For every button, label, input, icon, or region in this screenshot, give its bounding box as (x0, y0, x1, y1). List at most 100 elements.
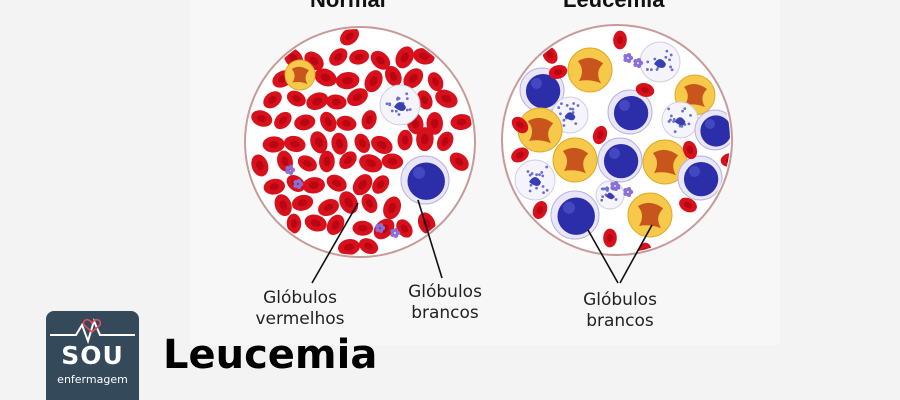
red-blood-cell (427, 72, 444, 92)
red-blood-cell (274, 111, 292, 130)
pointer-white-cells-leucemia-1 (587, 229, 619, 284)
red-blood-cell (354, 133, 371, 153)
red-blood-cell (361, 110, 377, 130)
red-blood-cell (320, 111, 337, 132)
red-blood-cell (286, 90, 306, 107)
red-blood-cell (340, 29, 360, 46)
red-blood-cell (335, 71, 360, 90)
red-blood-cell (371, 135, 393, 154)
red-blood-cell (548, 64, 568, 80)
white-blood-cell-monocyte (627, 192, 673, 238)
white-blood-cell-monocyte (552, 137, 598, 183)
white-blood-cell-monocyte (517, 107, 563, 153)
red-blood-cell (302, 177, 325, 194)
white-blood-cell-lymphocyte (607, 89, 653, 135)
red-blood-cell (263, 91, 282, 109)
red-blood-cell (318, 199, 339, 217)
red-blood-cell (396, 219, 413, 238)
red-blood-cell (262, 136, 285, 153)
pointer-white-cells-normal (417, 199, 443, 279)
red-blood-cell (326, 94, 347, 110)
red-blood-cell (336, 115, 357, 131)
label-red-cells-line2: vermelhos (255, 309, 345, 329)
normal-blood-sample (244, 26, 476, 258)
red-blood-cell (358, 238, 379, 255)
red-blood-cell (263, 178, 285, 195)
platelet (375, 222, 386, 234)
red-blood-cell (449, 152, 469, 171)
label-white-cells-leucemia: Glóbulos brancos (565, 290, 675, 332)
red-blood-cell (338, 239, 360, 255)
heading-leucemia: Leucemia (563, 0, 665, 13)
red-blood-cell (352, 220, 374, 236)
red-blood-cell (326, 214, 345, 235)
red-blood-cell (720, 153, 730, 167)
red-blood-cell (592, 125, 608, 145)
red-blood-cell (291, 194, 314, 211)
red-blood-cell (319, 150, 335, 173)
white-blood-cell-monocyte (642, 139, 688, 185)
red-blood-cell (435, 89, 458, 108)
label-red-cells-line1: Glóbulos (263, 288, 337, 308)
red-blood-cell (682, 140, 698, 160)
platelet (285, 164, 296, 176)
red-blood-cell (310, 131, 328, 154)
red-blood-cell (397, 129, 413, 151)
heading-normal: Normal (310, 0, 386, 13)
red-blood-cell (364, 70, 383, 93)
label-white-cells-leucemia-line2: brancos (586, 311, 654, 331)
red-blood-cell (416, 90, 433, 110)
platelet (610, 180, 621, 192)
red-blood-cell (251, 154, 269, 177)
red-blood-cell (339, 151, 357, 170)
red-blood-cell (679, 197, 697, 213)
label-white-cells-normal: Glóbulos brancos (390, 282, 500, 324)
red-blood-cell (304, 214, 327, 232)
red-blood-cell (511, 147, 529, 163)
pointer-red-cells (311, 202, 359, 284)
red-blood-cell (326, 174, 347, 192)
logo-text-enfermagem: enfermagem (57, 373, 128, 386)
red-blood-cell (426, 112, 443, 135)
pointer-white-cells-leucemia-2 (619, 224, 653, 284)
platelet (623, 186, 634, 198)
pointer-lines (311, 199, 653, 284)
page-title: Leucemia (163, 332, 378, 378)
white-blood-cell-monocyte (567, 47, 613, 93)
red-blood-cell (450, 114, 473, 131)
red-blood-cell (613, 30, 627, 50)
label-white-cells-leucemia-line1: Glóbulos (583, 290, 657, 310)
red-blood-cell (294, 114, 316, 131)
red-blood-cell (395, 46, 414, 69)
red-blood-cell (251, 110, 273, 127)
white-blood-cell-granulocyte (639, 41, 681, 83)
red-blood-cell (383, 196, 402, 220)
red-blood-cell (331, 132, 348, 155)
white-blood-cell-lymphocyte (550, 190, 600, 240)
label-white-cells-normal-line2: brancos (411, 303, 479, 323)
label-red-cells: Glóbulos vermelhos (240, 288, 360, 330)
platelet (293, 178, 304, 190)
red-blood-cell (436, 131, 454, 152)
white-blood-cell-granulocyte (514, 159, 556, 201)
red-blood-cell (511, 116, 529, 134)
platelet (623, 52, 634, 64)
sou-enfermagem-logo[interactable]: SOU enfermagem (46, 311, 139, 400)
red-blood-cell (274, 194, 292, 217)
red-blood-cell (372, 175, 390, 194)
white-blood-cell-monocyte (284, 59, 316, 91)
logo-text-sou: SOU (61, 341, 124, 370)
white-blood-cell-granulocyte (661, 101, 699, 139)
red-blood-cell (359, 154, 383, 173)
red-blood-cell (329, 48, 348, 66)
white-blood-cell-lymphocyte (597, 137, 643, 183)
white-blood-cell-lymphocyte (694, 109, 730, 151)
illustration-panel: Normal Leucemia Glóbulos vermelhos Glóbu… (190, 0, 780, 345)
red-blood-cell (416, 127, 434, 152)
red-blood-cell (349, 49, 370, 65)
white-blood-cell-lymphocyte (519, 67, 565, 113)
red-blood-cell (635, 83, 655, 97)
red-blood-cell (297, 155, 317, 172)
label-white-cells-normal-line1: Glóbulos (408, 282, 482, 302)
heartbeat-icon (50, 318, 135, 345)
